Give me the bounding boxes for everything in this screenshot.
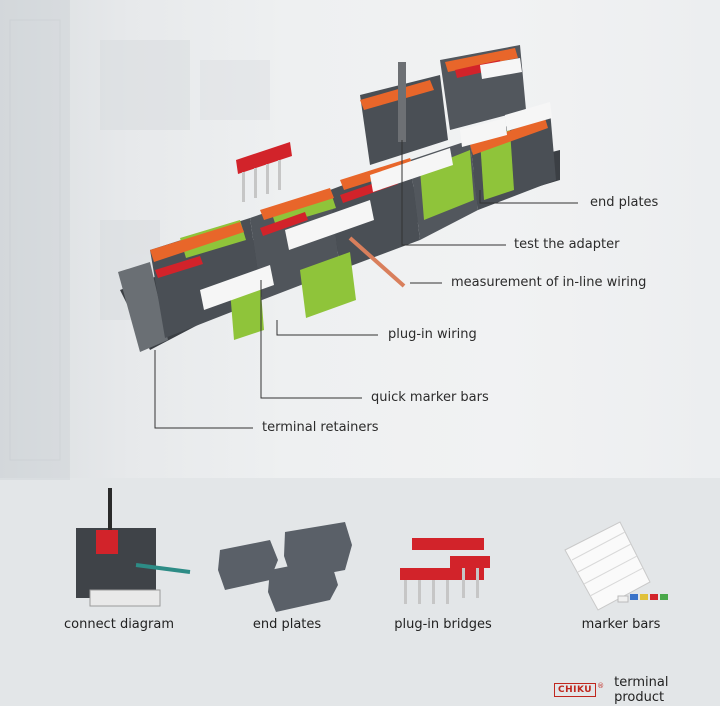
caption-marker-bars: marker bars — [581, 617, 661, 632]
thumb-connect-diagram — [76, 488, 191, 607]
callout-inline-wiring: measurement of in-line wiring — [451, 275, 647, 290]
brand-tagline: terminal product — [614, 675, 669, 705]
test-adapter-probe — [398, 62, 406, 142]
thumb-marker-bars — [564, 521, 668, 611]
lever-rows — [150, 48, 548, 262]
caption-connect-diagram: connect diagram — [63, 617, 174, 632]
thumb-plug-in-bridges — [400, 538, 490, 604]
brand-footer: CHIKU ® terminal product — [554, 675, 720, 705]
test-wire — [348, 236, 406, 288]
brand-logo: CHIKU — [554, 683, 597, 697]
leader-lines — [154, 140, 578, 429]
callout-plug-in-wiring: plug-in wiring — [388, 327, 477, 342]
thumb-end-plates — [218, 522, 352, 612]
marker-strips — [200, 58, 552, 310]
callout-test-adapter: test the adapter — [514, 237, 620, 252]
callout-terminal-retainers: terminal retainers — [262, 420, 379, 435]
callout-quick-marker-bars: quick marker bars — [371, 390, 489, 405]
terminal-block-assembly — [118, 45, 560, 352]
cabinet-shapes — [0, 0, 270, 480]
callout-end-plates: end plates — [590, 195, 659, 210]
registered-mark: ® — [597, 682, 605, 690]
caption-plug-in-bridges: plug-in bridges — [394, 617, 492, 632]
plug-in-bridge — [236, 142, 292, 202]
caption-end-plates: end plates — [252, 617, 322, 632]
